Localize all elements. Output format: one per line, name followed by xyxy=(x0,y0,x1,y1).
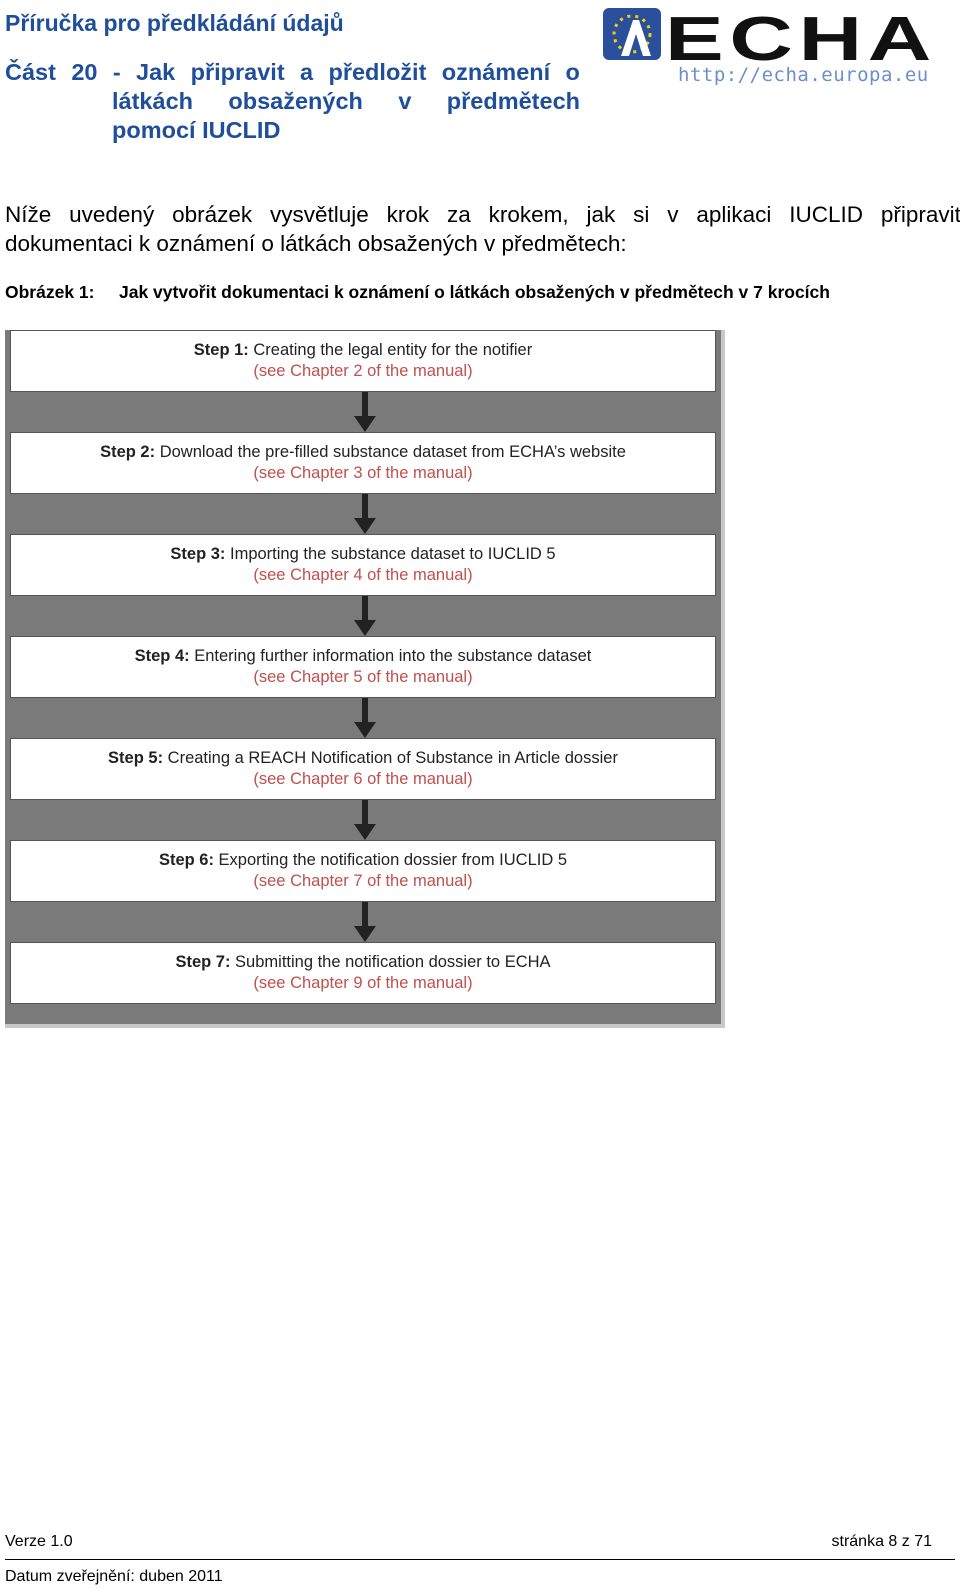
intro-word: krok xyxy=(386,202,430,227)
step-label: Step 3: xyxy=(170,545,226,563)
intro-word: IUCLID xyxy=(789,202,864,227)
part-title-word: 20 xyxy=(71,59,98,85)
step-box: Step 4: Entering further information int… xyxy=(10,636,716,698)
step-reference: (see Chapter 5 of the manual) xyxy=(253,668,473,686)
step-label: Step 7: xyxy=(175,953,231,971)
step-box: Step 6: Exporting the notification dossi… xyxy=(10,840,716,902)
intro-word: krokem, xyxy=(488,202,569,227)
intro-word: jak xyxy=(586,202,616,227)
step-label: Step 6: xyxy=(158,851,214,869)
part-title: Část 20 - Jak připravit a předložit ozná… xyxy=(5,58,580,145)
step-text: Download the pre-filled substance datase… xyxy=(159,443,626,461)
steps-diagram: Step 1: Creating the legal entity for th… xyxy=(5,330,725,1028)
step-text: Exporting the notification dossier from … xyxy=(218,851,568,869)
step-box: Step 3: Importing the substance dataset … xyxy=(10,534,716,596)
footer-version: Verze 1.0 xyxy=(5,1533,73,1550)
step-text: Entering further information into the su… xyxy=(194,647,592,665)
arrow-down-icon xyxy=(354,902,376,942)
document-title: Příručka pro předkládání údajů xyxy=(5,10,344,36)
step-box: Step 7: Submitting the notification doss… xyxy=(10,942,716,1004)
part-title-word: látkách xyxy=(112,88,193,114)
step-label: Step 5: xyxy=(108,749,164,767)
step-text: Submitting the notification dossier to E… xyxy=(235,953,551,971)
step-label: Step 1: xyxy=(193,341,249,359)
step-reference: (see Chapter 7 of the manual) xyxy=(253,872,473,890)
step-box: Step 5: Creating a REACH Notification of… xyxy=(10,738,716,800)
part-title-word: a xyxy=(300,59,314,85)
part-title-word: oznámení xyxy=(441,59,551,85)
intro-word: si xyxy=(633,202,650,227)
step-text: Creating the legal entity for the notifi… xyxy=(253,341,533,359)
part-title-line: pomocí IUCLID xyxy=(112,117,281,143)
step-reference: (see Chapter 6 of the manual) xyxy=(253,770,473,788)
footer-divider xyxy=(5,1559,955,1560)
part-title-word: Jak xyxy=(136,59,176,85)
part-title-word: o xyxy=(565,59,580,85)
step-reference: (see Chapter 3 of the manual) xyxy=(253,464,473,482)
intro-word: Níže xyxy=(5,202,52,227)
caption-label: Obrázek 1: xyxy=(5,282,95,302)
arrow-down-icon xyxy=(354,596,376,636)
logo-url: http://echa.europa.eu xyxy=(678,64,929,86)
step-reference: (see Chapter 4 of the manual) xyxy=(253,566,473,584)
part-title-word: v xyxy=(398,88,412,114)
part-title-word: připravit xyxy=(190,59,285,85)
footer-publication-date: Datum zveřejnění: duben 2011 xyxy=(5,1568,223,1585)
step-text: Importing the substance dataset to IUCLI… xyxy=(230,545,556,563)
arrow-down-icon xyxy=(354,698,376,738)
step-text: Creating a REACH Notification of Substan… xyxy=(167,749,618,767)
arrow-down-icon xyxy=(354,392,376,432)
intro-word: aplikaci xyxy=(696,202,772,227)
part-title-word: - xyxy=(112,59,121,85)
intro-word: obrázek xyxy=(172,202,253,227)
intro-word: vysvětluje xyxy=(269,202,369,227)
step-label: Step 2: xyxy=(100,443,156,461)
logo-wordmark: ECHA xyxy=(665,6,937,74)
intro-word: připravit xyxy=(880,202,960,227)
part-title-word: obsažených xyxy=(228,88,363,114)
part-title-word: předmětech xyxy=(446,88,580,114)
arrow-down-icon xyxy=(354,800,376,840)
part-title-word: předložit xyxy=(328,59,427,85)
arrow-down-icon xyxy=(354,494,376,534)
echa-logo: ECHA xyxy=(603,6,937,74)
part-title-word: Část xyxy=(5,59,56,85)
step-box: Step 2: Download the pre-filled substanc… xyxy=(10,432,716,494)
figure-caption: Obrázek 1: Jak vytvořit dokumentaci k ozn… xyxy=(5,282,830,303)
footer-page-number: stránka 8 z 71 xyxy=(831,1533,933,1550)
intro-word: za xyxy=(447,202,471,227)
step-box: Step 1: Creating the legal entity for th… xyxy=(10,330,716,392)
intro-line: dokumentaci k oznámení o látkách obsažen… xyxy=(5,231,627,256)
step-label: Step 4: xyxy=(134,647,190,665)
step-reference: (see Chapter 2 of the manual) xyxy=(253,362,473,380)
intro-word: uvedený xyxy=(69,202,155,227)
caption-text: Jak vytvořit dokumentaci k oznámení o lá… xyxy=(119,282,830,302)
intro-word: v xyxy=(667,202,679,227)
step-reference: (see Chapter 9 of the manual) xyxy=(253,974,473,992)
